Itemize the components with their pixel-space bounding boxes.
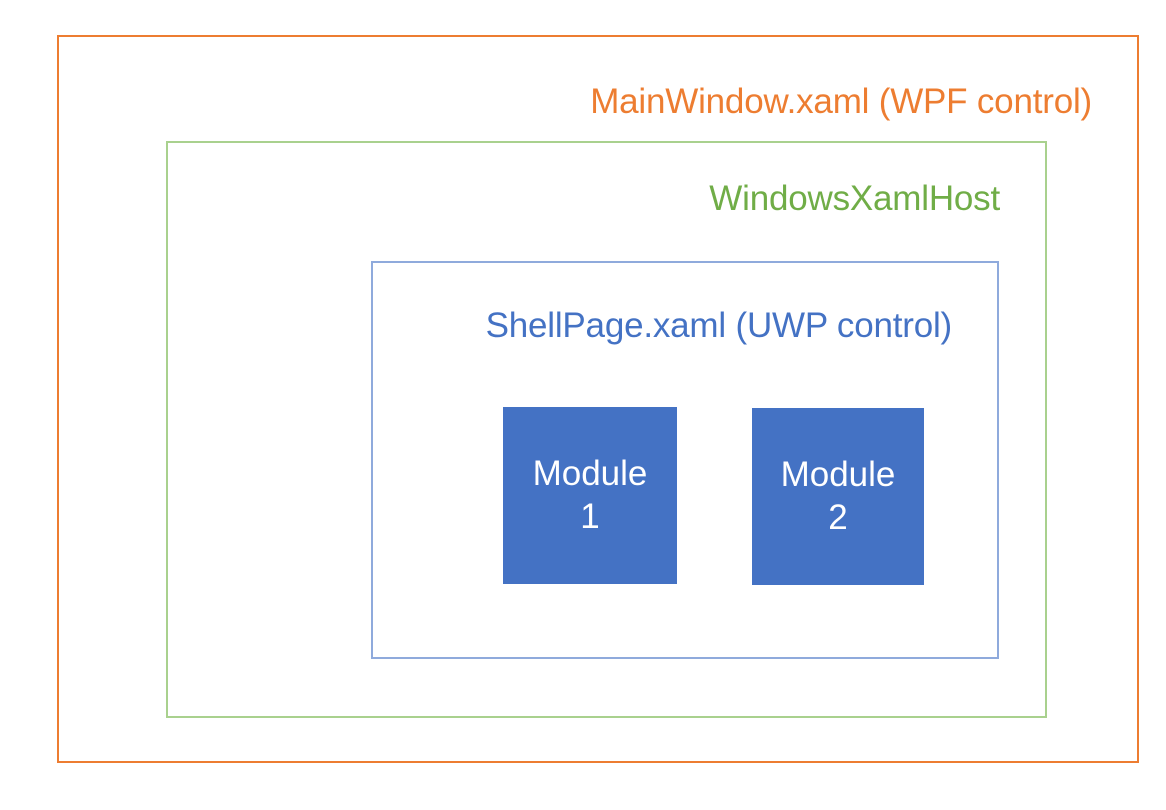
layer-label-windowsxamlhost: WindowsXamlHost [709, 179, 1000, 218]
layer-box-mainwindow: MainWindow.xaml (WPF control) WindowsXam… [57, 35, 1139, 763]
layer-label-mainwindow: MainWindow.xaml (WPF control) [590, 82, 1092, 121]
module-2-label-line2: 2 [828, 497, 848, 537]
layer-label-shellpage: ShellPage.xaml (UWP control) [485, 306, 953, 345]
module-1-label-line2: 1 [580, 496, 600, 536]
layer-box-shellpage: ShellPage.xaml (UWP control) Module 1 Mo… [371, 261, 999, 659]
layer-box-windowsxamlhost: WindowsXamlHost ShellPage.xaml (UWP cont… [166, 141, 1047, 718]
module-block-2: Module 2 [752, 408, 924, 585]
module-2-label-line1: Module [780, 454, 896, 494]
module-block-1: Module 1 [503, 407, 677, 584]
module-1-label-line1: Module [532, 453, 648, 493]
